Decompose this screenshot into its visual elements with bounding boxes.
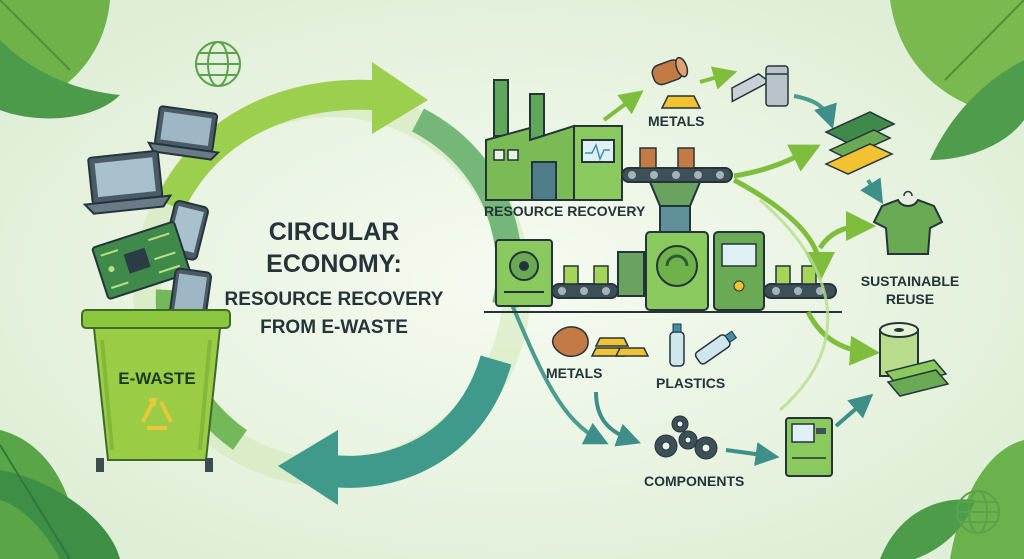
- shredder-machine-icon: [645, 181, 765, 311]
- title-line-4: FROM E-WASTE: [260, 317, 408, 338]
- e-waste-bin: E-WASTE: [81, 309, 231, 472]
- bin-label: E-WASTE: [118, 369, 195, 388]
- plastic-bottle-icon: [694, 330, 738, 365]
- label-resource-recovery: RESOURCE RECOVERY: [484, 203, 646, 219]
- plastic-bottle-icon: [669, 323, 685, 367]
- loop-arrowhead-top: [372, 62, 428, 134]
- leaf-icon: [0, 430, 120, 559]
- leaf-icon: [890, 0, 1024, 160]
- flow-arrow: [805, 310, 880, 366]
- loop-arrow-bottom: [322, 355, 512, 488]
- flow-arrow: [699, 66, 738, 90]
- flow-arrow-long: [759, 198, 830, 412]
- label-reuse: REUSE: [886, 291, 934, 307]
- laptop-icon: [146, 105, 221, 161]
- gold-bar-icon: [660, 95, 702, 109]
- sorting-machine-icon: [495, 239, 645, 307]
- loop-arrowhead-bottom: [278, 430, 338, 505]
- gold-bar-icon: [590, 337, 650, 357]
- copper-roll-icon: [651, 56, 689, 86]
- globe-icon: [956, 490, 1000, 534]
- flow-arrow: [817, 211, 876, 250]
- leaf-icon: [0, 0, 120, 119]
- title-line-3: RESOURCE RECOVERY: [225, 289, 444, 310]
- title-line-2: ECONOMY:: [266, 250, 402, 278]
- copper-nugget-icon: [551, 326, 589, 358]
- gears-icon: [654, 415, 718, 460]
- factory-icon: [485, 79, 623, 201]
- paper-roll-icon: [879, 322, 950, 397]
- tshirt-icon: [872, 190, 944, 255]
- circuit-board-icon: [91, 221, 191, 300]
- label-sustainable: SUSTAINABLE: [861, 273, 960, 289]
- laptop-icon: [82, 149, 173, 215]
- loop-arrow-top: [156, 79, 387, 212]
- flow-arrow: [733, 144, 821, 179]
- title-line-1: CIRCULAR: [269, 218, 400, 246]
- circuit-layer-icon: [824, 111, 896, 175]
- flow-arrow: [834, 393, 874, 428]
- flow-arrow: [602, 90, 644, 122]
- leaf-icon: [880, 440, 1024, 559]
- globe-icon: [195, 41, 241, 87]
- flow-arrow-crossing: [508, 299, 609, 445]
- flow-arrow: [725, 442, 780, 466]
- flow-arrow: [594, 391, 642, 447]
- flow-arrow: [732, 177, 835, 282]
- label-metals-top: METALS: [648, 113, 705, 129]
- diagram-title: CIRCULAR ECONOMY: RESOURCE RECOVERY FROM…: [225, 218, 444, 338]
- label-components: COMPONENTS: [644, 473, 744, 489]
- can-icon: [765, 65, 789, 107]
- device-icon: [785, 417, 833, 477]
- label-metals-bottom: METALS: [546, 365, 603, 381]
- flow-arrow: [793, 94, 837, 130]
- recycle-icon: [141, 398, 173, 430]
- flow-arrow: [860, 177, 884, 205]
- label-plastics: PLASTICS: [656, 375, 725, 391]
